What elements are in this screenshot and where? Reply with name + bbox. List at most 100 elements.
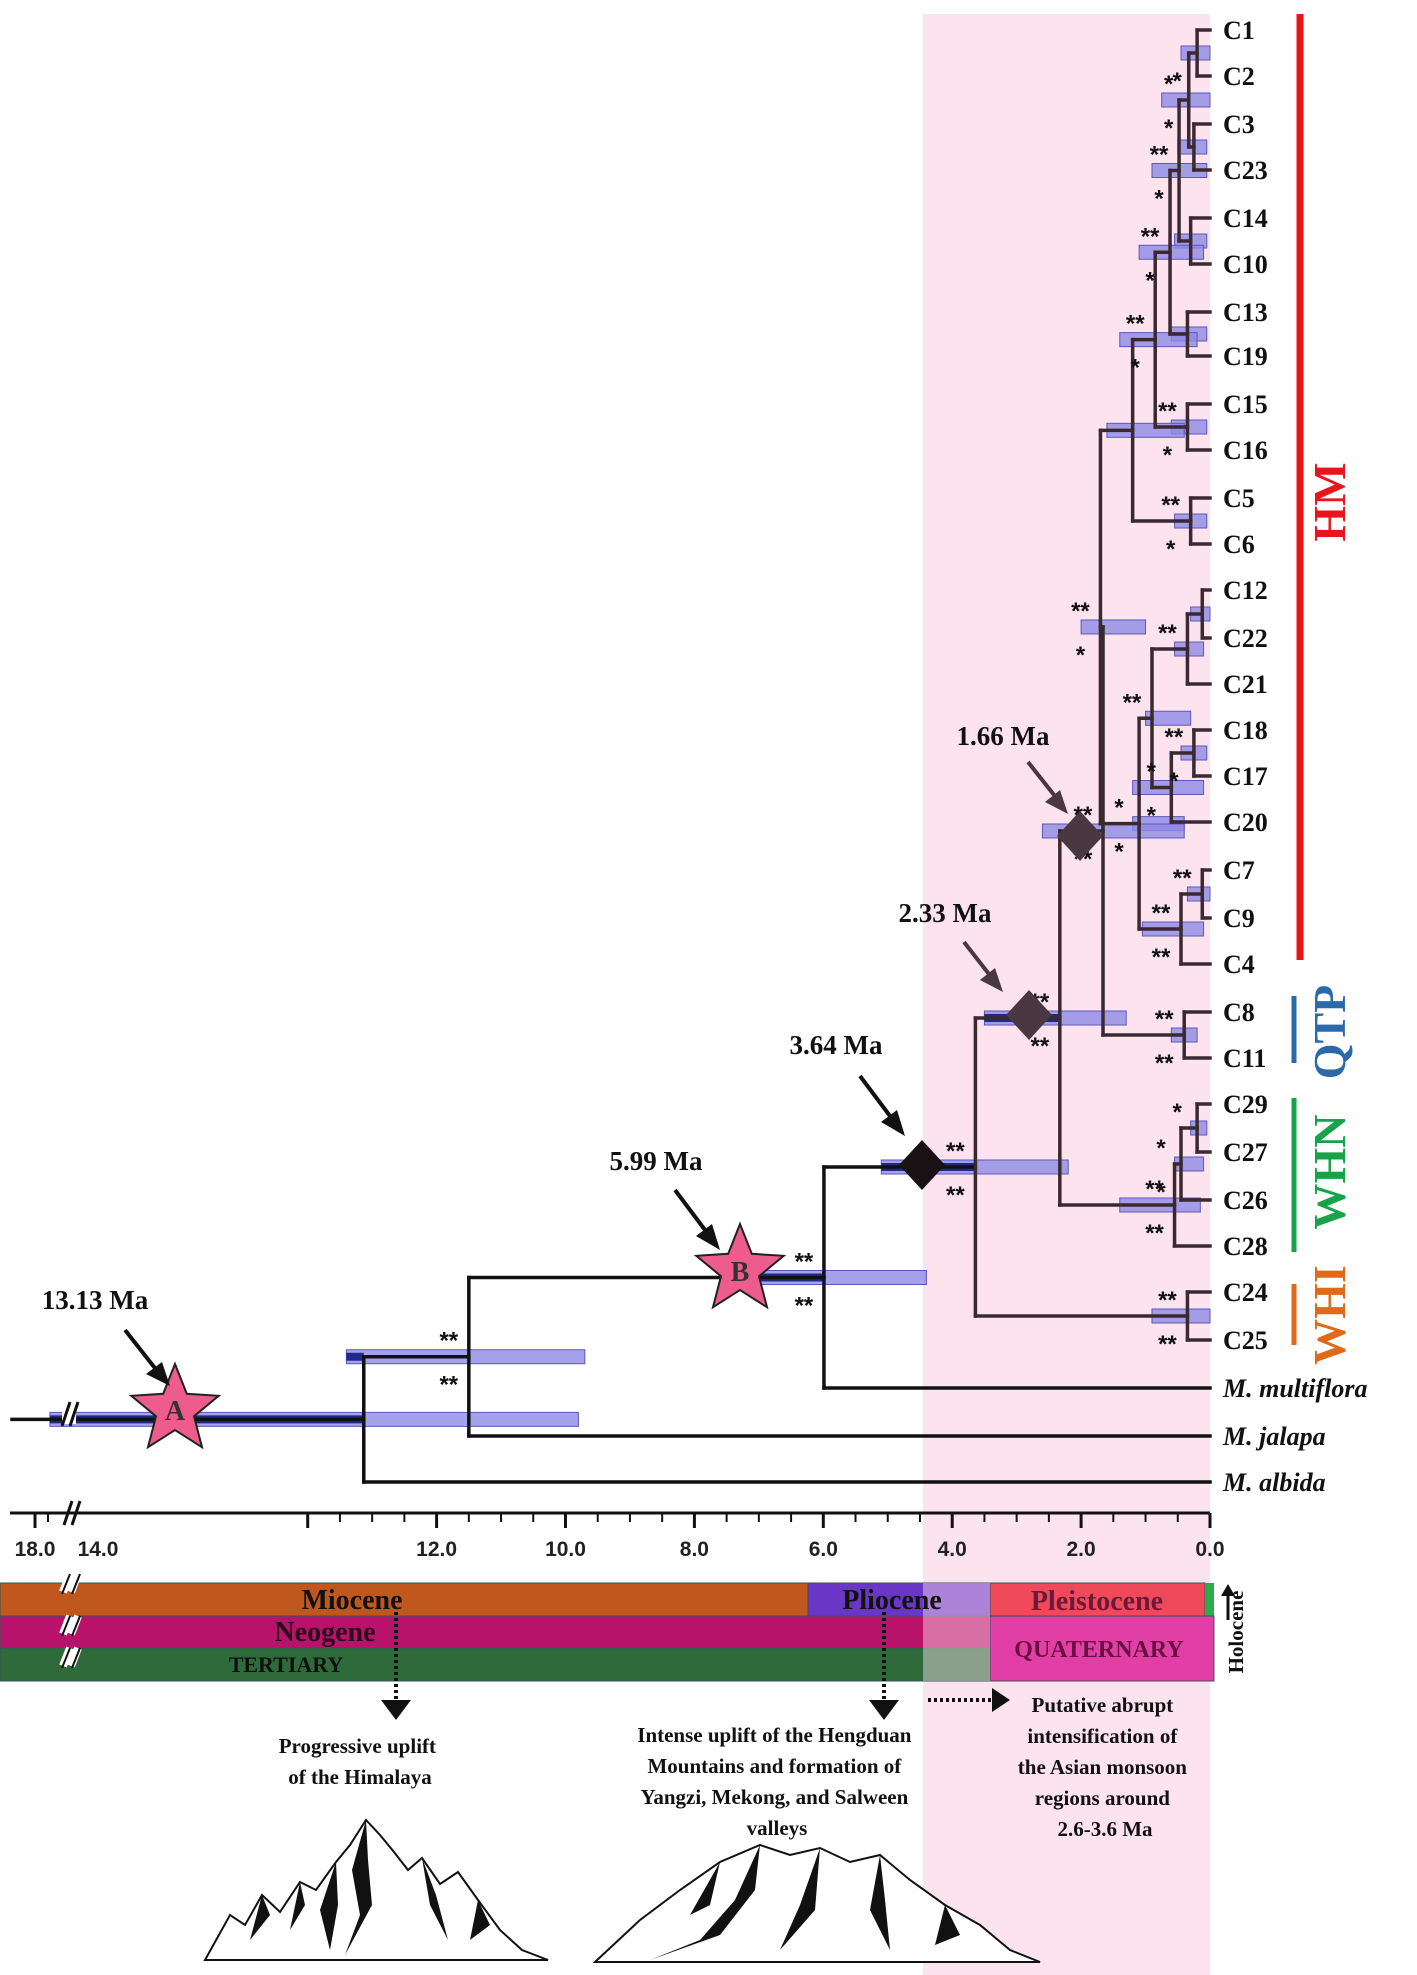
clade-label-whi: WHI <box>1304 1265 1355 1365</box>
age-label-d: 2.33 Ma <box>899 898 992 928</box>
svg-text:**: ** <box>439 1372 458 1399</box>
note-himalaya: Progressive uplift of the Himalaya <box>279 1734 442 1789</box>
tip-label: M. albida <box>1222 1468 1326 1497</box>
svg-text:**: ** <box>1155 1006 1174 1033</box>
svg-text:**: ** <box>946 1182 965 1209</box>
tip-label: C10 <box>1223 250 1268 279</box>
svg-text:*: * <box>1164 115 1174 142</box>
svg-text:*: * <box>1147 803 1157 830</box>
age-label-c: 3.64 Ma <box>790 1030 883 1060</box>
svg-text:**: ** <box>1123 689 1142 716</box>
tip-label: C19 <box>1223 342 1268 371</box>
age-label-a: 13.13 Ma <box>42 1285 149 1315</box>
tip-label: M. multiflora <box>1222 1374 1367 1403</box>
svg-text:*: * <box>1172 1099 1182 1126</box>
svg-text:**: ** <box>1158 1331 1177 1358</box>
tip-label: C27 <box>1223 1138 1268 1167</box>
age-label-e: 1.66 Ma <box>957 721 1050 751</box>
svg-text:**: ** <box>1152 944 1171 971</box>
tip-label: C28 <box>1223 1232 1268 1261</box>
tip-label: C26 <box>1223 1186 1268 1215</box>
svg-text:*: * <box>1154 186 1164 213</box>
tip-label: C21 <box>1223 670 1268 699</box>
tip-label: C15 <box>1223 390 1268 419</box>
svg-text:*: * <box>1147 759 1157 786</box>
miocene-band <box>0 1582 809 1617</box>
event-arrowheads <box>381 1688 1010 1720</box>
support-values: ****************************************… <box>439 68 1192 1399</box>
svg-text:**: ** <box>1158 1287 1177 1314</box>
svg-text:*: * <box>1163 442 1173 469</box>
tip-labels: C1C2C3C23C14C10C13C19C15C16C5C6C12C22C21… <box>1222 16 1367 1497</box>
axis-tick-label: 18.0 <box>15 1538 56 1561</box>
svg-text:**: ** <box>1158 398 1177 425</box>
tip-label: C11 <box>1223 1044 1266 1073</box>
node-star-a: A <box>128 1361 222 1450</box>
svg-text:**: ** <box>1152 900 1171 927</box>
svg-text:**: ** <box>1145 1176 1164 1203</box>
tip-label: C24 <box>1223 1278 1268 1307</box>
event-arrows <box>394 1612 992 1702</box>
svg-text:*: * <box>1114 839 1124 866</box>
tip-label: C18 <box>1223 716 1268 745</box>
tip-label: C9 <box>1223 904 1255 933</box>
tip-label: C20 <box>1223 808 1268 837</box>
tip-label: C14 <box>1223 204 1268 233</box>
pleistocene-band <box>989 1582 1206 1617</box>
tertiary-band <box>0 1647 991 1682</box>
svg-text:**: ** <box>1145 1220 1164 1247</box>
tip-label: C7 <box>1223 856 1255 885</box>
tree-break <box>60 1401 80 1427</box>
axis-tick-label: 8.0 <box>680 1538 709 1561</box>
tip-label: C5 <box>1223 484 1255 513</box>
svg-text:**: ** <box>1161 492 1180 519</box>
highlight-overlay <box>923 1583 990 1681</box>
quaternary-band <box>989 1615 1215 1682</box>
svg-text:**: ** <box>1173 865 1192 892</box>
svg-text:*: * <box>1131 355 1141 382</box>
star-b-label: B <box>731 1257 750 1288</box>
tip-label: C23 <box>1223 156 1268 185</box>
tip-label: C8 <box>1223 998 1255 1027</box>
tip-label: C2 <box>1223 62 1255 91</box>
clade-label-qtp: QTP <box>1304 985 1355 1080</box>
holocene-band <box>1205 1583 1214 1616</box>
svg-text:**: ** <box>1126 311 1145 338</box>
svg-text:*: * <box>1076 642 1086 669</box>
svg-text:*: * <box>1169 768 1179 795</box>
note-monsoon: Putative abrupt intensification of the A… <box>1018 1693 1192 1841</box>
svg-text:*: * <box>1145 267 1155 294</box>
svg-text:**: ** <box>1141 223 1160 250</box>
svg-text:**: ** <box>1150 142 1169 169</box>
svg-text:*: * <box>1156 1179 1166 1206</box>
svg-text:*: * <box>1114 795 1124 822</box>
pliocene-band <box>807 1582 991 1617</box>
svg-text:**: ** <box>439 1328 458 1355</box>
node-diamond-e <box>1057 811 1103 861</box>
axis-break <box>62 1500 82 1526</box>
axis-tick-label: 2.0 <box>1066 1538 1095 1561</box>
miocene-label: Miocene <box>301 1585 402 1616</box>
tip-label: C25 <box>1223 1326 1268 1355</box>
tip-label: C13 <box>1223 298 1268 327</box>
axis-tick-label: 14.0 <box>78 1538 119 1561</box>
svg-text:**: ** <box>795 1248 814 1275</box>
tip-label: M. jalapa <box>1222 1422 1326 1451</box>
tip-label: C29 <box>1223 1090 1268 1119</box>
tip-label: C1 <box>1223 16 1255 45</box>
age-label-b: 5.99 Ma <box>610 1146 703 1176</box>
tip-label: C4 <box>1223 950 1255 979</box>
svg-text:*: * <box>1172 68 1182 95</box>
tip-label: C22 <box>1223 624 1268 653</box>
tree-branches <box>10 28 1212 1484</box>
axis-tick-label: 10.0 <box>545 1538 586 1561</box>
quaternary-label: QUATERNARY <box>1014 1637 1183 1663</box>
clade-label-whn: WHN <box>1304 1115 1355 1230</box>
tertiary-label: TERTIARY <box>229 1652 344 1677</box>
axis-tick-label: 0.0 <box>1195 1538 1224 1561</box>
svg-text:**: ** <box>1155 1050 1174 1077</box>
mountain-himalaya-illustration <box>203 1818 549 1961</box>
neogene-label: Neogene <box>274 1617 375 1648</box>
node-star-b: B <box>693 1221 787 1310</box>
pliocene-label: Pliocene <box>842 1585 942 1616</box>
